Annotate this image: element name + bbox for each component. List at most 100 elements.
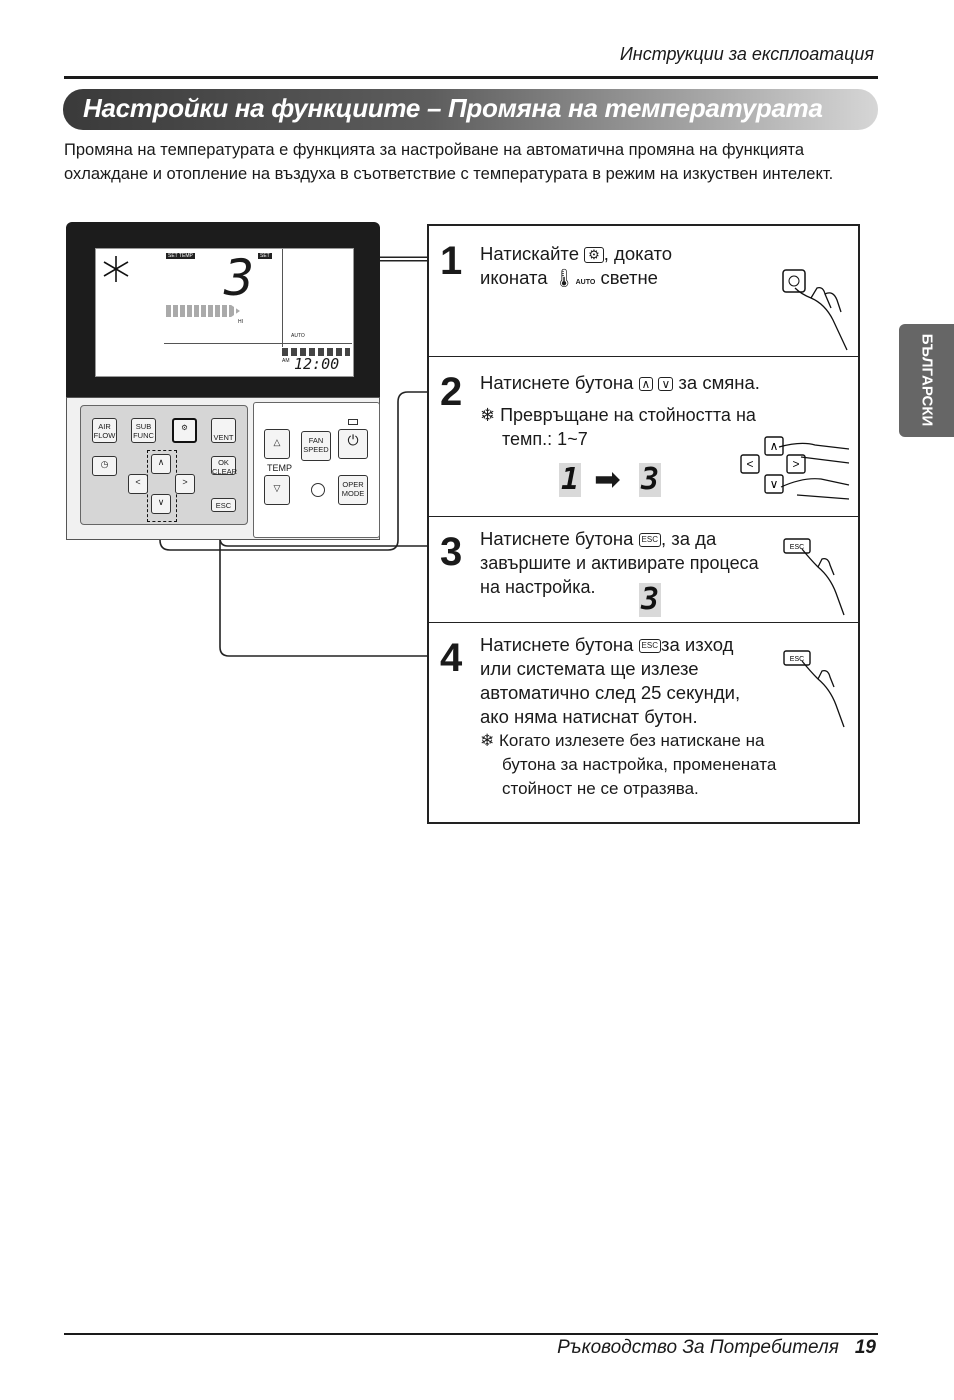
sub-func-button[interactable]: SUB FUNC (131, 418, 156, 443)
lcd-hi: HI (238, 319, 243, 325)
esc-button[interactable]: ESC (211, 498, 236, 512)
step-1-line1b: , докато (603, 243, 673, 264)
hand-pressing-esc-icon: ESC (783, 650, 845, 728)
step-2-note-line2: темп.: 1~7 (502, 429, 588, 449)
step-1: 1 Натискайте ⚙, докато иконата 🌡AUTO све… (429, 226, 858, 356)
hand-pressing-gear-icon (782, 269, 848, 351)
lcd-divider (282, 249, 283, 347)
step-number: 2 (440, 370, 463, 414)
svg-text:∨: ∨ (770, 477, 779, 491)
step-2-note: ❄ Превръщане на стойността на темп.: 1~7 (480, 403, 756, 451)
value-from: 1 (559, 462, 581, 497)
step-3-line3: на настройка. (480, 577, 596, 597)
thermometer-auto-icon: 🌡AUTO (552, 268, 596, 288)
lcd-am: AM (282, 358, 290, 364)
step-2: 2 Натиснете бутона ∧ ∨ за смяна. ❄ Превр… (429, 356, 858, 517)
section-title: Настройки на функциите – Промяна на темп… (83, 93, 823, 123)
gear-icon: ⚙ (584, 247, 604, 264)
power-led (348, 419, 358, 425)
temp-up-button[interactable]: △ (264, 429, 290, 459)
right-button-area: △ TEMP ▽ FAN SPEED ⏻ OPER MODE (253, 402, 380, 538)
lcd-set: SET (258, 253, 272, 259)
header-rule (64, 76, 878, 79)
intro-paragraph: Промяна на температурата е функцията за … (64, 141, 834, 183)
language-tab: БЪЛГАРСКИ (899, 324, 954, 437)
language-tab-label: БЪЛГАРСКИ (918, 333, 936, 427)
step-number: 1 (440, 239, 463, 283)
right-arrow-icon: ➡ (594, 461, 621, 497)
svg-text:>: > (792, 457, 799, 471)
lcd-screen: SET TEMP SET 3 HI AUTO AM 12:00 (95, 248, 354, 377)
page-number: 19 (854, 1337, 876, 1358)
remote-display-housing: SET TEMP SET 3 HI AUTO AM 12:00 (66, 222, 380, 397)
step-2-line1a: Натиснете бутона (480, 372, 634, 393)
lcd-auto: AUTO (291, 333, 305, 339)
footer-title: Ръководство За Потребителя (557, 1337, 839, 1358)
svg-text:ESC: ESC (790, 656, 804, 663)
temp-down-button[interactable]: ▽ (264, 475, 290, 505)
reset-hole[interactable] (311, 483, 325, 497)
lcd-divider-h (164, 343, 352, 344)
lcd-clock: 12:00 (294, 355, 340, 373)
vent-button[interactable]: VENT (211, 418, 236, 443)
value-to: 3 (639, 462, 661, 497)
step-number: 4 (440, 636, 463, 680)
remote-button-panel: AIR FLOW SUB FUNC ⚙ VENT ◷ ∧ ∨ < > OK CL… (66, 397, 380, 540)
step-3-line1b: , за да (660, 528, 717, 549)
step-4-line3: автоматично след 25 секунди, (480, 682, 741, 703)
left-button-area: AIR FLOW SUB FUNC ⚙ VENT ◷ ∧ ∨ < > OK CL… (80, 405, 248, 525)
up-arrow-button[interactable]: ∧ (151, 454, 171, 474)
timer-button[interactable]: ◷ (92, 456, 117, 476)
footer: Ръководство За Потребителя 19 (557, 1337, 876, 1359)
step-4-note-line2: бутона за настройка, променената (502, 755, 777, 774)
step-3-text: Натиснете бутона ESC, за да завършите и … (480, 527, 759, 599)
step-3: 3 Натиснете бутона ESC, за да завършите … (429, 516, 858, 623)
left-arrow-button[interactable]: < (128, 474, 148, 494)
step-4-line2: или системата ще излезе (480, 658, 699, 679)
step-3-line2: завършите и активирате процеса (480, 553, 759, 573)
esc-icon: ESC (638, 639, 661, 654)
fan-speed-button[interactable]: FAN SPEED (301, 431, 331, 461)
connector-step4 (219, 540, 428, 657)
power-button[interactable]: ⏻ (338, 429, 368, 459)
step-3-line1a: Натиснете бутона (480, 528, 634, 549)
down-arrow-button[interactable]: ∨ (151, 494, 171, 514)
step-4-note-line1: ❄ Когато излезете без натискане на (480, 731, 765, 750)
svg-text:ESC: ESC (790, 544, 804, 551)
step-4-note-line3: стойност не се отразява. (502, 779, 699, 798)
right-arrow-button[interactable]: > (175, 474, 195, 494)
step-2-line1b: за смяна. (678, 372, 760, 393)
hand-pressing-arrows-icon: ∧ < > ∨ (740, 436, 850, 500)
step-1-line2a: иконата (480, 267, 548, 288)
oper-mode-button[interactable]: OPER MODE (338, 475, 368, 505)
footer-rule (64, 1333, 878, 1335)
ok-clear-button[interactable]: OK CLEAR (211, 456, 238, 476)
down-arrow-icon: ∨ (658, 377, 674, 392)
step-2-note-line1: ❄ Превръщане на стойността на (480, 405, 756, 425)
step-4-note: ❄ Когато излезете без натискане на бутон… (480, 729, 776, 801)
step-2-text: Натиснете бутона ∧ ∨ за смяна. (480, 371, 760, 395)
running-header: Инструкции за експлоатация (619, 44, 874, 64)
up-arrow-icon: ∧ (638, 377, 654, 392)
step-4-line1a: Натиснете бутона (480, 634, 634, 655)
step-4-line1b: за изход (660, 634, 734, 655)
lcd-fan-icons (282, 348, 350, 356)
function-setting-button[interactable]: ⚙ (172, 418, 197, 443)
step-number: 3 (440, 530, 463, 574)
remote-controller: SET TEMP SET 3 HI AUTO AM 12:00 AIR FLOW… (64, 222, 380, 540)
steps-box: 1 Натискайте ⚙, докато иконата 🌡AUTO све… (427, 224, 860, 824)
svg-text:<: < (746, 457, 753, 471)
step-1-line2b: светне (600, 267, 658, 288)
lcd-set-temp: SET TEMP (166, 253, 195, 259)
step-1-text: Натискайте ⚙, докато иконата 🌡AUTO светн… (480, 242, 672, 295)
lcd-level-bar (166, 305, 240, 317)
temp-label: TEMP (267, 463, 293, 473)
display-value: 3 (639, 582, 661, 617)
svg-text:∧: ∧ (770, 439, 779, 453)
snowflake-icon (103, 256, 129, 282)
step-4-line4: ако няма натиснат бутон. (480, 706, 698, 727)
step-1-line1a: Натискайте (480, 243, 579, 264)
air-flow-button[interactable]: AIR FLOW (92, 418, 117, 443)
